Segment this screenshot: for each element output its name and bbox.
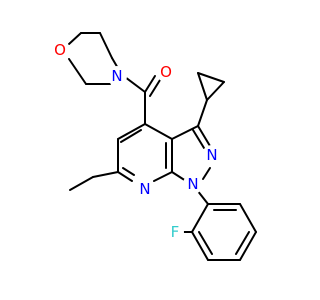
bond <box>197 72 225 83</box>
molecule-canvas: O N O N N N F <box>50 32 257 261</box>
morpholine-oxygen-label: O <box>50 40 70 60</box>
bond <box>153 171 173 182</box>
pyridine-n7-label: N <box>135 179 155 199</box>
bond <box>122 167 135 176</box>
bond <box>239 203 257 233</box>
bond <box>197 99 208 127</box>
svg-text:O: O <box>54 41 66 59</box>
bond <box>92 171 119 178</box>
svg-text:N: N <box>206 146 217 164</box>
bond <box>144 75 156 93</box>
bond <box>124 76 146 93</box>
bond <box>144 123 173 140</box>
pyrazole-n1-label: N <box>183 174 203 194</box>
bond <box>120 129 142 143</box>
bond <box>192 129 205 149</box>
svg-text:N: N <box>139 180 150 198</box>
bond <box>235 231 250 255</box>
svg-text:N: N <box>187 175 198 193</box>
svg-text:N: N <box>111 67 122 85</box>
carbonyl-oxygen-label: O <box>156 62 176 82</box>
fluorine-label: F <box>166 223 184 241</box>
bond <box>196 189 209 205</box>
pyrazole-n2-label: N <box>202 145 222 165</box>
bond <box>202 167 211 180</box>
bond <box>171 171 187 182</box>
bond <box>149 79 161 97</box>
bond <box>69 176 94 191</box>
bond <box>239 231 257 261</box>
molecule-structure-diagram: O N O N N N F <box>50 32 257 261</box>
bonds <box>68 32 257 261</box>
svg-text:O: O <box>160 63 172 81</box>
atom-labels: O N O N N N F <box>50 40 222 241</box>
bond <box>117 171 133 182</box>
bond <box>197 72 208 101</box>
bond <box>117 123 146 140</box>
bond <box>198 231 213 255</box>
bond <box>206 81 225 101</box>
bond <box>99 32 113 59</box>
bond <box>68 58 87 85</box>
bond <box>171 125 199 140</box>
svg-text:F: F <box>171 223 180 241</box>
morpholine-nitrogen-label: N <box>107 66 127 86</box>
bond <box>191 231 209 261</box>
bond <box>197 125 211 147</box>
bond <box>68 32 82 45</box>
bond <box>191 203 209 233</box>
